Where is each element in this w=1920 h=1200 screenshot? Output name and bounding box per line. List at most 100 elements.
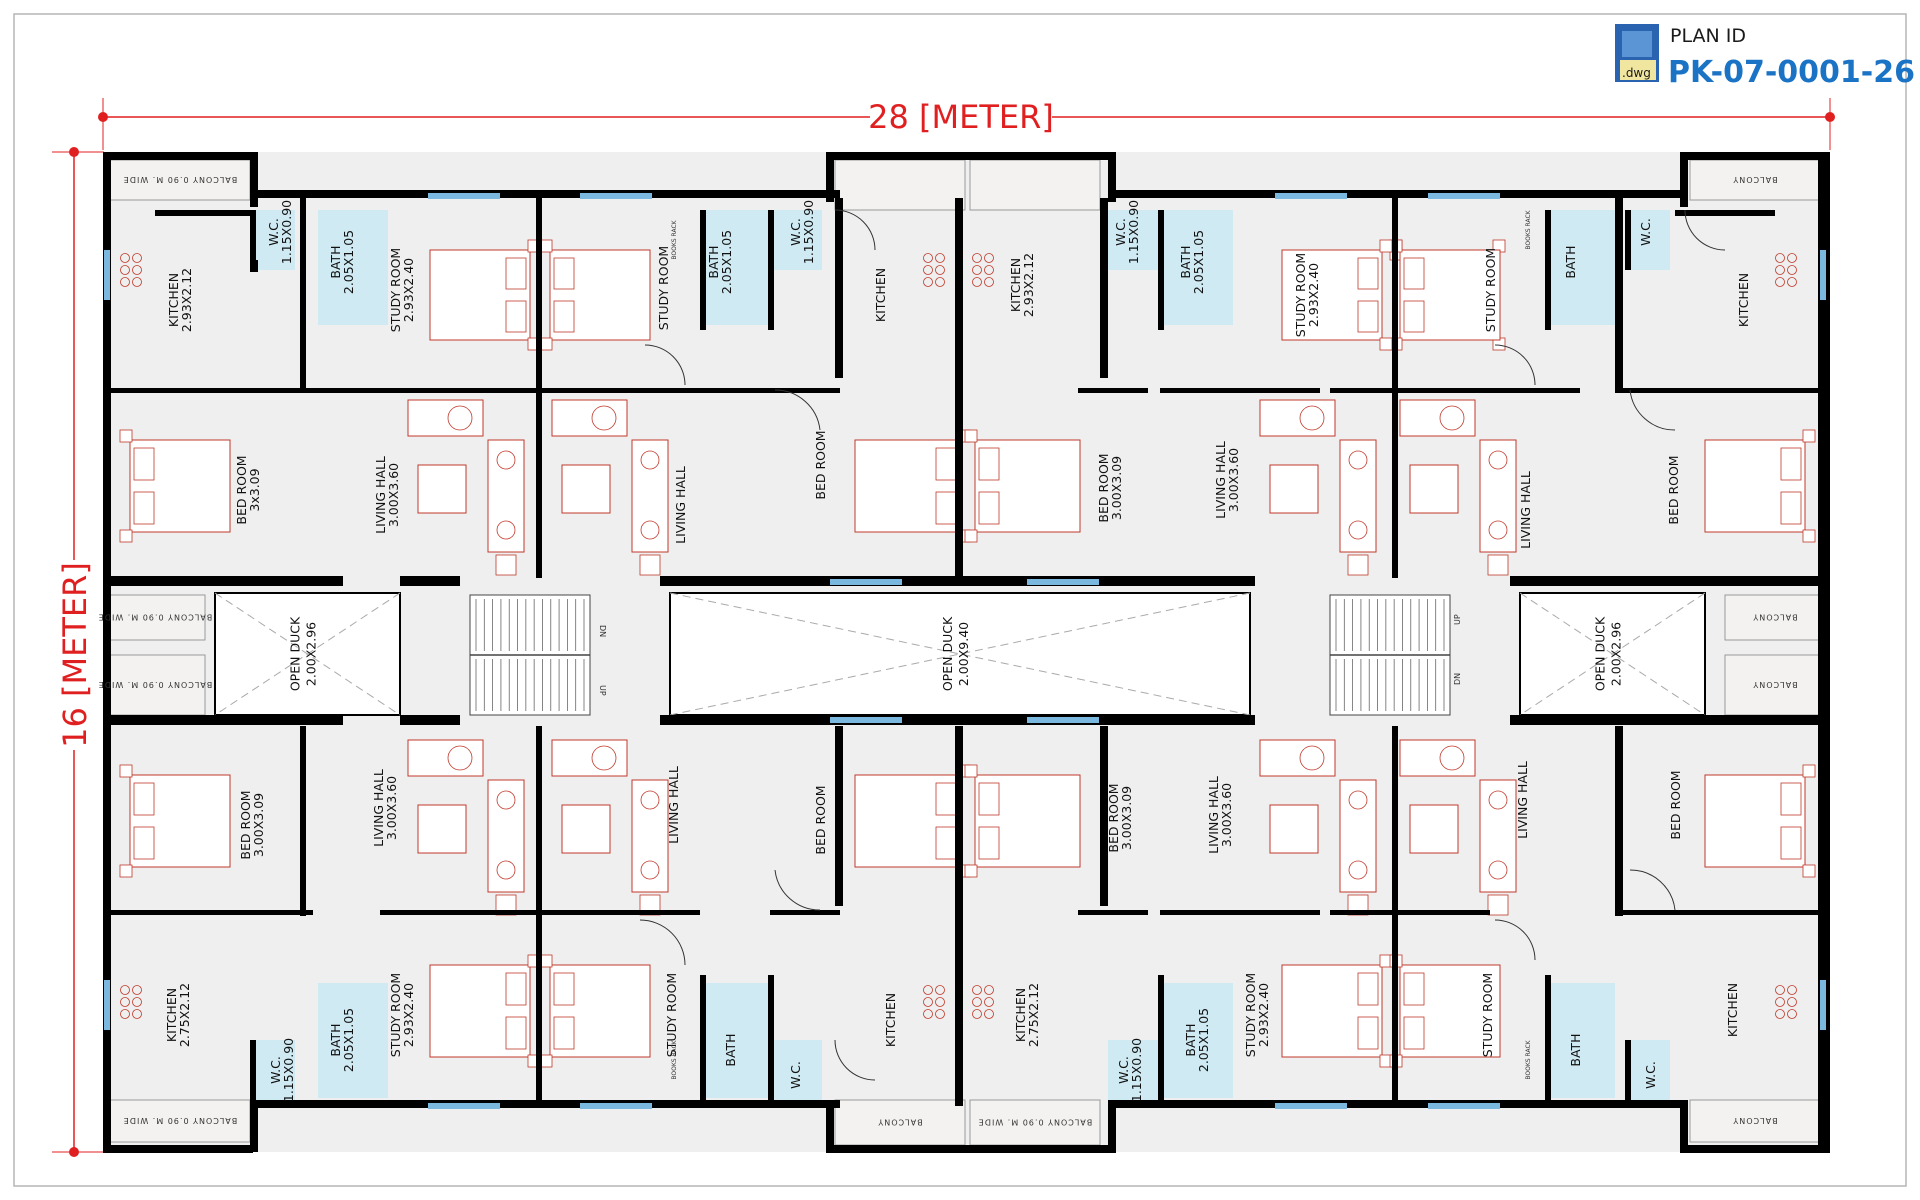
nightstand (964, 764, 978, 778)
sofa-cushion (447, 405, 473, 431)
pillow (133, 447, 155, 481)
balcony (109, 159, 251, 201)
stove-burner (935, 277, 945, 287)
wall (1818, 152, 1830, 1152)
duct-size: 2.00X2.96 (1609, 622, 1624, 686)
wall (250, 1100, 258, 1152)
nightstand (1802, 429, 1816, 443)
sofa-long (1479, 439, 1517, 553)
wall (300, 726, 306, 916)
sofa-cushion (640, 450, 660, 470)
sofa-cushion (1488, 860, 1508, 880)
wall (700, 210, 706, 330)
stove-burner (132, 253, 142, 263)
wall (1625, 210, 1631, 270)
wet-room (1108, 1040, 1158, 1100)
stove-burner (1787, 1009, 1797, 1019)
room-label: KITCHEN (164, 988, 179, 1042)
room-label: BATH (706, 245, 721, 278)
wall (620, 388, 770, 393)
wall (1078, 388, 1148, 393)
stove-burner (972, 277, 982, 287)
sofa-cushion (496, 790, 516, 810)
coffee-table (1409, 804, 1459, 854)
duct-diagonal (669, 592, 1251, 716)
room-label: LIVING HALL (1515, 761, 1530, 839)
room-size: 3.00X3.60 (384, 776, 399, 840)
stove-burner (984, 997, 994, 1007)
room-label: BED ROOM (238, 790, 253, 859)
stove-burner (132, 277, 142, 287)
pillow (978, 782, 1000, 816)
room-size: 1.15X0.90 (1129, 1038, 1144, 1102)
pillow (553, 1016, 575, 1050)
books-rack-label: BOOKS RACK (1525, 1039, 1532, 1079)
stove-burner (120, 265, 130, 275)
side-table (1487, 894, 1509, 916)
door-swing (774, 869, 821, 911)
balcony (104, 594, 206, 641)
books-rack-label: BOOKS RACK (671, 1039, 678, 1079)
room-label: BATH (328, 1023, 343, 1056)
stove-burner (1775, 253, 1785, 263)
room-size: 2.05X1.05 (341, 1008, 356, 1072)
coffee-table (561, 804, 611, 854)
wet-room (772, 1040, 822, 1100)
balconies (104, 159, 1826, 1146)
room-label: BATH (1178, 245, 1193, 278)
room-size: 1.15X0.90 (801, 200, 816, 264)
wall (835, 726, 843, 906)
wall (660, 715, 1255, 725)
wall (955, 198, 963, 578)
wet-room (700, 983, 770, 1098)
room-label: BATH (328, 245, 343, 278)
room-label: BED ROOM (1668, 770, 1683, 839)
door-swing (774, 389, 821, 431)
wall (1615, 198, 1623, 388)
sofa-cushion (496, 520, 516, 540)
plan-id-block: .dwg PLAN ID PK-07-0001-26 (1615, 24, 1915, 90)
stove-burner (935, 253, 945, 263)
pillow (133, 782, 155, 816)
pillow (978, 826, 1000, 860)
room-label: KITCHEN (883, 993, 898, 1047)
balcony (1724, 654, 1826, 716)
pillow (935, 826, 957, 860)
balcony (109, 1099, 251, 1143)
room-label: KITCHEN (1013, 988, 1028, 1042)
room-size: 2.05X1.05 (719, 230, 734, 294)
sofa-cushion (1488, 450, 1508, 470)
wall (1510, 576, 1830, 586)
stove-burner (923, 985, 933, 995)
door-swing (644, 344, 686, 386)
wall (1625, 1040, 1631, 1100)
sofa-cushion (1299, 745, 1325, 771)
stove-burner (1787, 253, 1797, 263)
windows (104, 193, 1826, 1109)
wall (1100, 198, 1108, 378)
room-label: STUDY ROOM (388, 973, 403, 1057)
wall (1330, 388, 1580, 393)
duct-diagonal (214, 592, 401, 716)
plan-id-label: PLAN ID (1670, 25, 1746, 47)
sofa-cushion (1488, 790, 1508, 810)
wall (660, 576, 1255, 586)
stair-label-bottom: DN (1453, 673, 1462, 685)
sofa-cushion (447, 745, 473, 771)
pillow (133, 826, 155, 860)
room-label: W.C. (788, 218, 803, 246)
room-size: 2.93X2.12 (179, 268, 194, 332)
stove-burner (923, 253, 933, 263)
wall (250, 1040, 256, 1100)
stove-burner (132, 1009, 142, 1019)
room-size: 2.75X2.12 (177, 983, 192, 1047)
pillow (1357, 257, 1379, 290)
coffee-table (1409, 464, 1459, 514)
pillow (553, 257, 575, 290)
wall (536, 198, 542, 578)
stove-burner (1787, 997, 1797, 1007)
window (830, 579, 902, 585)
stove-burner (1775, 277, 1785, 287)
stove-burner (984, 1009, 994, 1019)
wall (536, 726, 542, 1106)
